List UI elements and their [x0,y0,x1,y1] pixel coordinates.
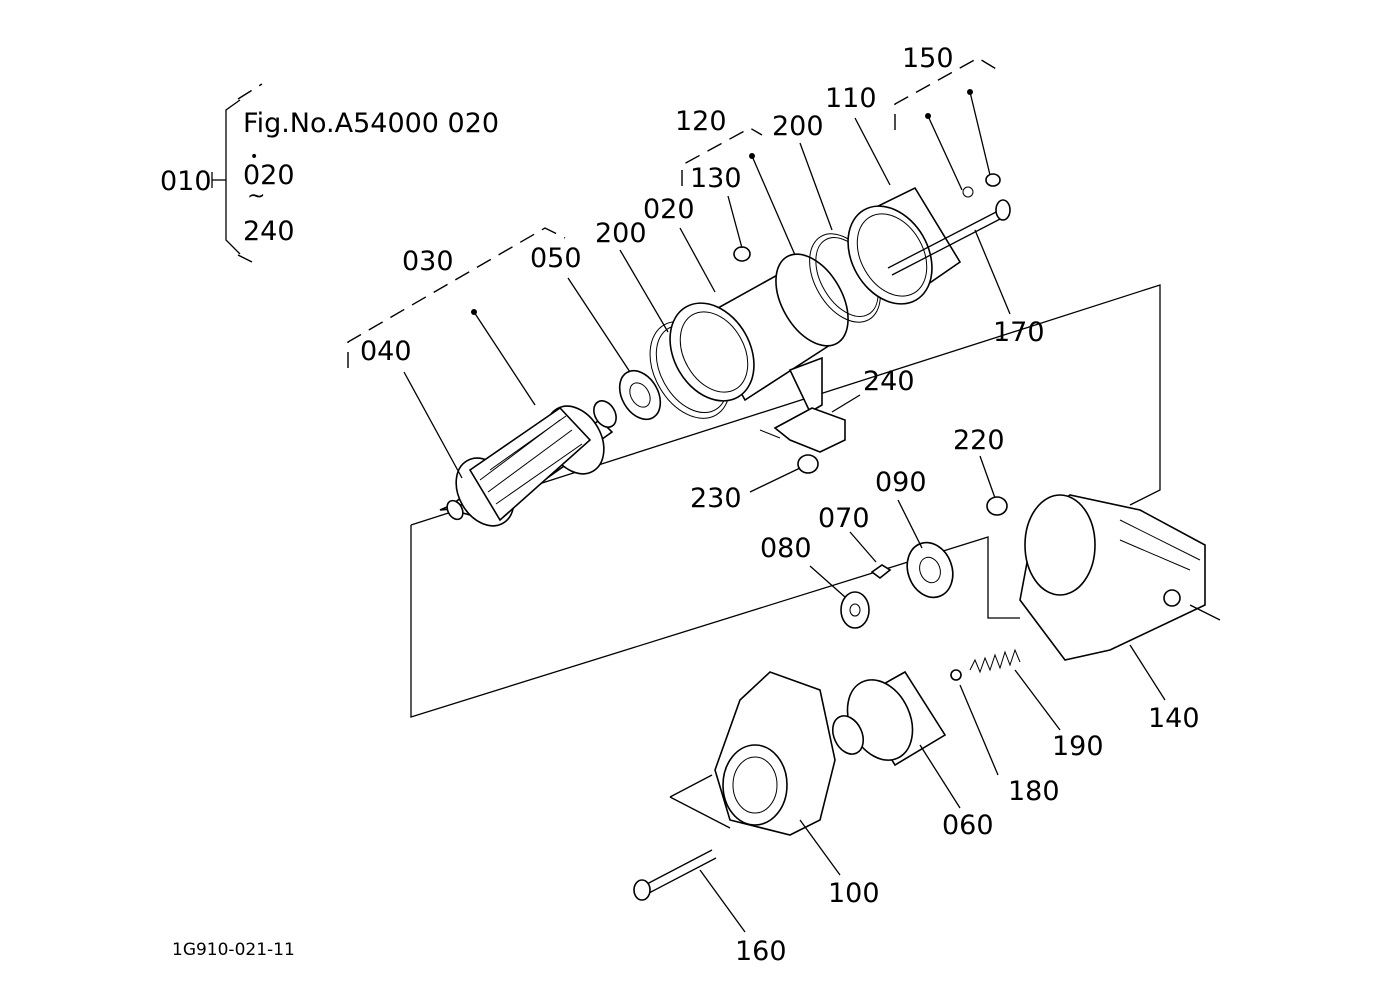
housing-100 [714,671,836,836]
end-cover-110 [847,186,962,305]
part-label-230: 230 [690,483,742,514]
part-label-090: 090 [875,467,927,498]
part-label-110: 110 [825,83,877,114]
brush-lead-240 [759,407,846,453]
spring-190 [969,648,1021,674]
part-label-160: 160 [735,936,787,967]
pin-070 [870,564,892,580]
range-to: 240 [243,216,295,247]
armature-040 [439,400,617,527]
part-label-200-left: 200 [595,218,647,249]
nut-230 [797,454,819,474]
group-bracket-150 [894,57,999,130]
screw-150 [962,173,1001,198]
part-label-100: 100 [828,878,880,909]
nut-220 [986,496,1008,516]
leader-lines [403,91,1166,933]
part-label-240: 240 [863,366,915,397]
part-label-080: 080 [760,533,812,564]
pinion-060 [831,670,947,767]
magnetic-switch-140 [1019,494,1221,661]
bolt-160 [633,849,717,901]
yoke-020 [669,253,849,414]
group-bracket-120 [681,127,763,186]
part-label-130: 130 [690,163,742,194]
leader-dots [471,89,973,315]
part-label-140: 140 [1148,703,1200,734]
part-label-020: 020 [643,194,695,225]
part-label-060: 060 [942,810,994,841]
part-label-200-right: 200 [772,111,824,142]
drawing-code: 1G910-021-11 [172,940,295,960]
assembly-ref-label: 010 [160,166,212,197]
part-label-180: 180 [1008,776,1060,807]
housing-guide-lines [669,774,731,829]
through-bolt-170 [887,199,1011,276]
screw-130 [733,246,751,262]
part-label-150: 150 [902,43,954,74]
part-label-170: 170 [993,317,1045,348]
part-label-040: 040 [360,336,412,367]
roller-080 [840,591,870,629]
part-label-120: 120 [675,106,727,137]
assembly-frame-lines [410,284,1161,718]
range-from: 020 [243,160,295,191]
part-label-220: 220 [953,425,1005,456]
dot-marker: • [250,149,259,165]
part-label-190: 190 [1052,731,1104,762]
assembly-bracket [211,83,263,263]
range-separator: ~ [247,184,266,209]
ball-180 [950,669,962,681]
group-bracket-030 [347,227,566,368]
part-label-030: 030 [402,246,454,277]
part-label-070: 070 [818,503,870,534]
fig-number: Fig.No.A54000 020 [243,108,500,139]
bearing-050 [618,369,662,421]
gear-090 [906,541,954,599]
part-label-050: 050 [530,243,582,274]
